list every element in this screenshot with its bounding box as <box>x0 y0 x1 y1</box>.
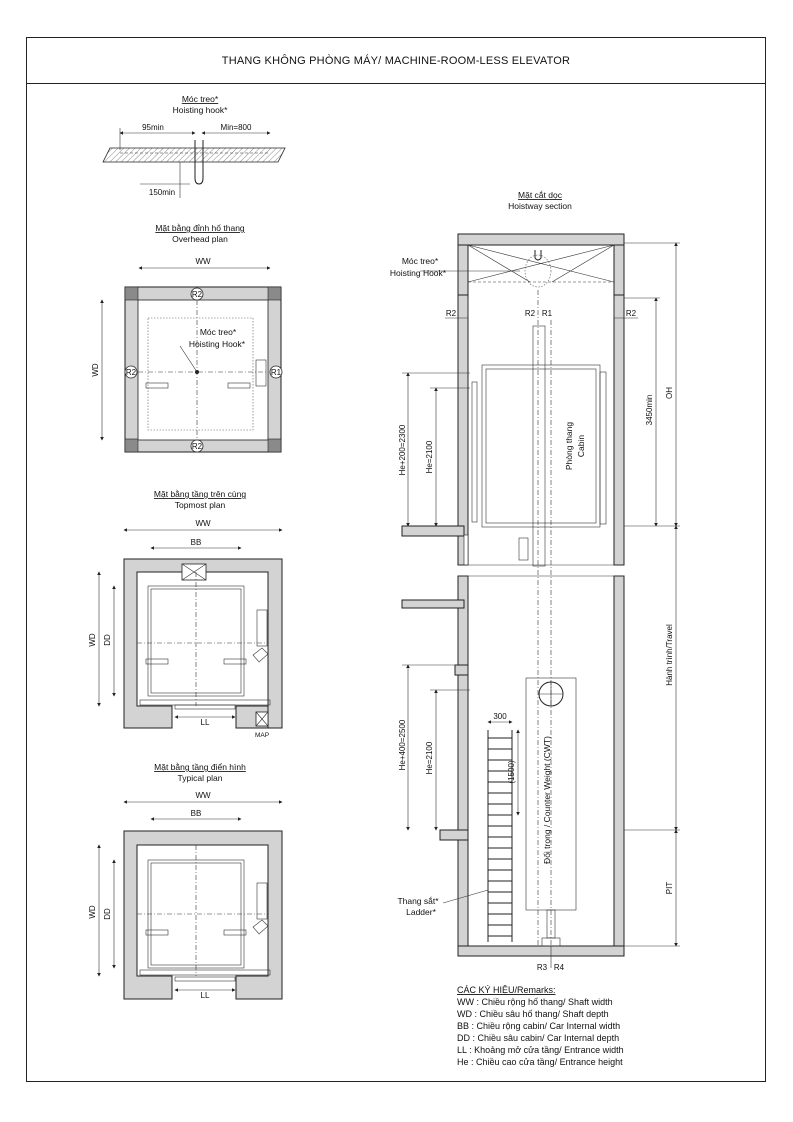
shaft-wall-left-upper <box>457 294 469 566</box>
overhead-r2-left: R2 <box>126 368 137 377</box>
typical-plan: Mặt bằng tầng điển hình Typical plan WW … <box>88 762 283 1000</box>
section-he400: He+400=2500 <box>398 719 407 770</box>
topmost-title-en: Topmost plan <box>175 500 226 510</box>
pit-floor <box>457 945 625 957</box>
remark-item: WW : Chiều rộng hố thang/ Shaft width <box>457 997 613 1007</box>
typical-ww: WW <box>195 791 211 800</box>
section-oh: OH <box>665 387 674 399</box>
typical-dd: DD <box>103 908 112 920</box>
remark-item: LL : Khoảng mở cửa tầng/ Entrance width <box>457 1045 624 1055</box>
hook-detail-title-vi: Móc treo* <box>182 94 219 104</box>
topmost-map: MAP <box>255 732 269 739</box>
overhead-title-vi: Mặt bằng đỉnh hố thang <box>155 223 245 233</box>
cabin-label-vi: Phòng thang <box>564 422 574 470</box>
typical-title-en: Typical plan <box>178 773 223 783</box>
drawing-frame: THANG KHÔNG PHÒNG MÁY/ MACHINE-ROOM-LESS… <box>26 37 766 1082</box>
overhead-hook-vi: Móc treo* <box>200 327 237 337</box>
topmost-ww: WW <box>195 519 211 528</box>
typical-title-vi: Mặt bằng tầng điển hình <box>154 762 246 772</box>
hook-dim-right: Min=800 <box>221 123 252 132</box>
hoistway-section: Mặt cắt dọc Hoistway section Móc treo* H… <box>390 190 680 972</box>
cwt-label: Đối trọng / Counter Weight (CWT) <box>542 736 552 864</box>
section-title-en: Hoistway section <box>508 201 572 211</box>
cabin-label-en: Cabin <box>576 435 586 457</box>
shaft-wall-right-upper <box>613 294 625 566</box>
section-he2100-bot: He=2100 <box>425 741 434 774</box>
topmost-bb: BB <box>191 538 202 547</box>
remarks: CÁC KÝ HIỆU/Remarks: WW : Chiều rộng hố … <box>457 985 624 1067</box>
section-r2-mid: R2 <box>525 309 536 318</box>
remarks-heading: CÁC KÝ HIỆU/Remarks: <box>457 985 556 995</box>
overhead-title-en: Overhead plan <box>172 234 228 244</box>
overhead-r1: R1 <box>271 368 282 377</box>
topmost-wd: WD <box>88 633 97 647</box>
typical-ll: LL <box>201 991 210 1000</box>
section-r4: R4 <box>554 963 565 972</box>
shaft-wall-right-lower <box>613 575 625 957</box>
section-300: 300 <box>493 712 507 721</box>
section-he2100-top: He=2100 <box>425 440 434 473</box>
overhead-hook-en: Hoisting Hook* <box>189 339 246 349</box>
section-3450: 3450min <box>645 395 654 426</box>
typical-bb: BB <box>191 809 202 818</box>
shaft-wall-left-lower <box>457 575 469 957</box>
guide-rail <box>532 325 546 567</box>
ladder <box>487 730 513 942</box>
overhead-plan: Mặt bằng đỉnh hố thang Overhead plan WW … <box>91 223 283 453</box>
remark-item: BB : Chiều rộng cabin/ Car Internal widt… <box>457 1021 620 1031</box>
section-he200: He+200=2300 <box>398 424 407 475</box>
section-r2-left: R2 <box>446 309 457 318</box>
section-pit: PIT <box>665 882 674 895</box>
ladder-label-vi: Thang sắt* <box>397 896 439 906</box>
hook-dim-bottom: 150min <box>149 188 175 197</box>
remark-item: DD : Chiều sâu cabin/ Car Internal depth <box>457 1033 619 1043</box>
section-r1: R1 <box>542 309 553 318</box>
remark-item: WD : Chiều sâu hố thang/ Shaft depth <box>457 1009 609 1019</box>
section-r3: R3 <box>537 963 548 972</box>
section-title-vi: Mặt cắt dọc <box>518 190 563 200</box>
section-r2-right: R2 <box>626 309 637 318</box>
topmost-plan: Mặt bằng tầng trên cùng Topmost plan WW … <box>88 489 283 739</box>
overhead-r2-bottom: R2 <box>192 442 203 451</box>
section-hook-en: Hoisting Hook* <box>390 268 447 278</box>
hook-shape <box>194 140 204 185</box>
overhead-r2-top: R2 <box>192 290 203 299</box>
hook-dim-left: 95min <box>142 123 164 132</box>
page-title: THANG KHÔNG PHÒNG MÁY/ MACHINE-ROOM-LESS… <box>27 38 765 84</box>
hook-detail-title-en: Hoisting hook* <box>173 105 229 115</box>
typical-wd: WD <box>88 905 97 919</box>
section-hook-vi: Móc treo* <box>402 256 439 266</box>
topmost-ll: LL <box>201 718 210 727</box>
ceiling-slab <box>102 147 286 163</box>
overhead-ww: WW <box>195 257 211 266</box>
ladder-label-en: Ladder* <box>406 907 436 917</box>
remark-item: He : Chiều cao cửa tầng/ Entrance height <box>457 1057 623 1067</box>
section-travel: Hành trình/Travel <box>665 624 674 686</box>
overhead-wd: WD <box>91 363 100 377</box>
hook-detail: Móc treo* Hoisting hook* 95min Min=800 1… <box>102 94 286 198</box>
topmost-dd: DD <box>103 634 112 646</box>
topmost-title-vi: Mặt bằng tầng trên cùng <box>154 489 246 499</box>
